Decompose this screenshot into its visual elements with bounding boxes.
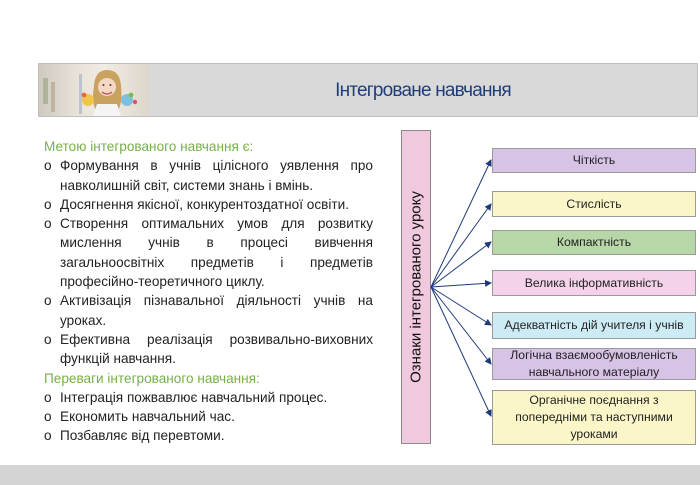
header-banner: Інтегроване навчання: [38, 63, 698, 117]
arrow-line: [430, 286, 492, 417]
arrow-line: [430, 241, 492, 288]
arrow-line: [430, 279, 492, 288]
goal-heading: Метою інтегрованого навчання є:: [44, 139, 254, 154]
page-title: Інтегроване навчання: [335, 80, 512, 101]
goal-item: Формування в учнів цілісного уявлення пр…: [44, 156, 373, 195]
goal-item: Активізація пізнавальної діяльності учні…: [44, 291, 373, 330]
advantage-item: Економить навчальний час.: [44, 407, 373, 427]
feature-box: Стислість: [492, 191, 696, 217]
advantages-heading: Переваги інтегрованого навчання:: [44, 370, 260, 386]
feature-label: Велика інформативність: [524, 275, 664, 290]
goal-item: Ефективна реалізація розвивально-виховни…: [44, 330, 373, 369]
feature-label: Стислість: [566, 196, 622, 211]
feature-box: Логічна взаємообумовленість навчального …: [492, 348, 696, 380]
feature-label: Органічне поєднання з попередніми та нас…: [515, 393, 673, 441]
feature-label: Адекватність дій учителя і учнів: [504, 318, 684, 332]
arrow-line: [430, 286, 492, 326]
feature-box: Велика інформативність: [492, 270, 696, 296]
feature-box: Органічне поєднання з попередніми та нас…: [492, 390, 696, 445]
feature-label: Чіткість: [572, 153, 616, 167]
feature-label: Логічна взаємообумовленість навчального …: [510, 348, 678, 379]
advantages-list: Інтеграція пожвавлює навчальний процес. …: [44, 388, 373, 446]
feature-label: Компактність: [556, 235, 632, 249]
advantage-item: Позбавляє від перевтоми.: [44, 426, 373, 446]
arrow-line: [430, 203, 492, 288]
goals-list: Формування в учнів цілісного уявлення пр…: [44, 156, 373, 368]
diagram-root-label: Ознаки інтегрованого уроку: [407, 191, 425, 383]
footer-band: [0, 465, 700, 485]
advantage-item: Інтеграція пожвавлює навчальний процес.: [44, 388, 373, 408]
banner-photo: [39, 64, 149, 116]
diagram-root-box: Ознаки інтегрованого уроку: [401, 130, 431, 444]
feature-box: Адекватність дій учителя і учнів: [492, 312, 696, 339]
feature-box: Чіткість: [492, 148, 696, 173]
arrow-line: [430, 159, 492, 288]
feature-box: Компактність: [492, 230, 696, 255]
arrow-line: [430, 286, 492, 365]
left-text-column: Метою інтегрованого навчання є: Формуван…: [44, 137, 373, 446]
goal-item: Створення оптимальних умов для розвитку …: [44, 214, 373, 291]
goal-item: Досягнення якісної, конкурентоздатної ос…: [44, 195, 373, 215]
